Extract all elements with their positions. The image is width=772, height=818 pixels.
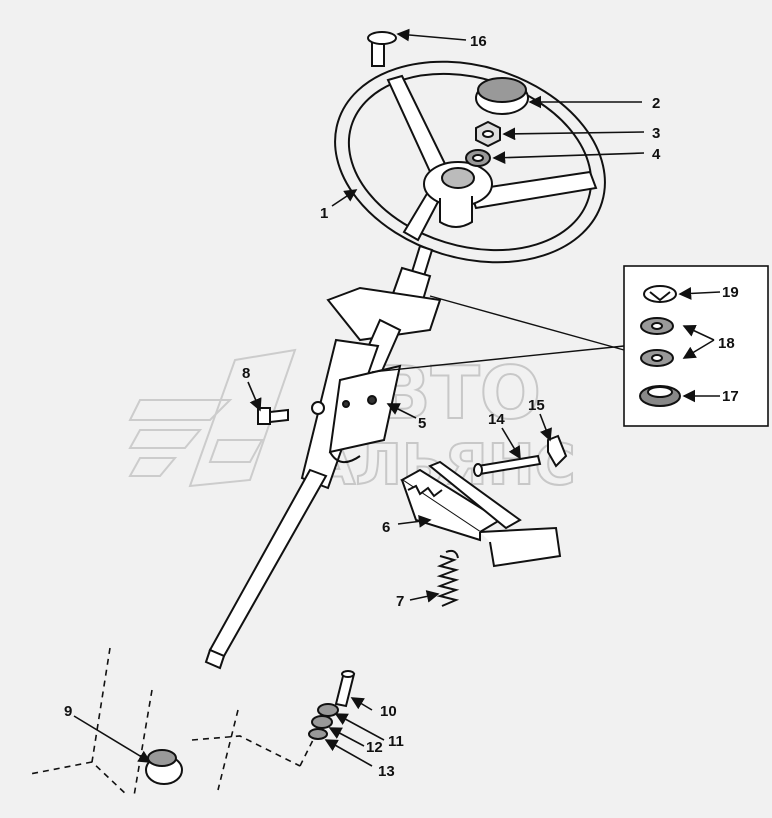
callout-7: 7 — [396, 593, 404, 610]
plug-cap — [367, 31, 397, 67]
callout-1: 1 — [320, 205, 328, 222]
callout-12: 12 — [366, 739, 383, 756]
callout-13: 13 — [378, 763, 395, 780]
nut-13 — [308, 728, 328, 740]
bolt-8 — [257, 407, 289, 425]
callout-8: 8 — [242, 365, 250, 382]
rubber-cap — [145, 749, 183, 785]
washer-12 — [311, 715, 333, 729]
horn-cap — [475, 77, 529, 115]
callout-11: 11 — [388, 733, 404, 750]
washer-11 — [317, 703, 339, 717]
retaining-clip-19 — [643, 285, 677, 303]
lever-bracket — [328, 364, 402, 463]
washer-18b — [640, 349, 674, 367]
callout-15: 15 — [528, 397, 545, 414]
callout-10: 10 — [380, 703, 397, 720]
callout-3: 3 — [652, 125, 660, 142]
leader-lines — [73, 28, 721, 767]
clip — [547, 434, 568, 468]
bolt-10 — [334, 670, 356, 708]
callout-6: 6 — [382, 519, 390, 536]
callout-17: 17 — [722, 388, 739, 405]
steering-wheel — [334, 60, 606, 264]
washer-18a — [640, 317, 674, 335]
callout-9: 9 — [64, 703, 72, 720]
callout-2: 2 — [652, 95, 660, 112]
tilt-lever — [400, 460, 562, 568]
bushing-17 — [639, 385, 681, 407]
callout-labels: 1 2 3 4 5 6 7 8 9 10 11 12 13 14 15 16 1… — [64, 33, 739, 780]
callout-14: 14 — [488, 411, 505, 428]
callout-16: 16 — [470, 33, 487, 50]
callout-4: 4 — [652, 146, 661, 163]
washer — [465, 149, 491, 167]
spring — [436, 549, 460, 607]
callout-5: 5 — [418, 415, 426, 432]
callout-18: 18 — [718, 335, 735, 352]
nut — [475, 120, 501, 148]
callout-19: 19 — [722, 284, 739, 301]
